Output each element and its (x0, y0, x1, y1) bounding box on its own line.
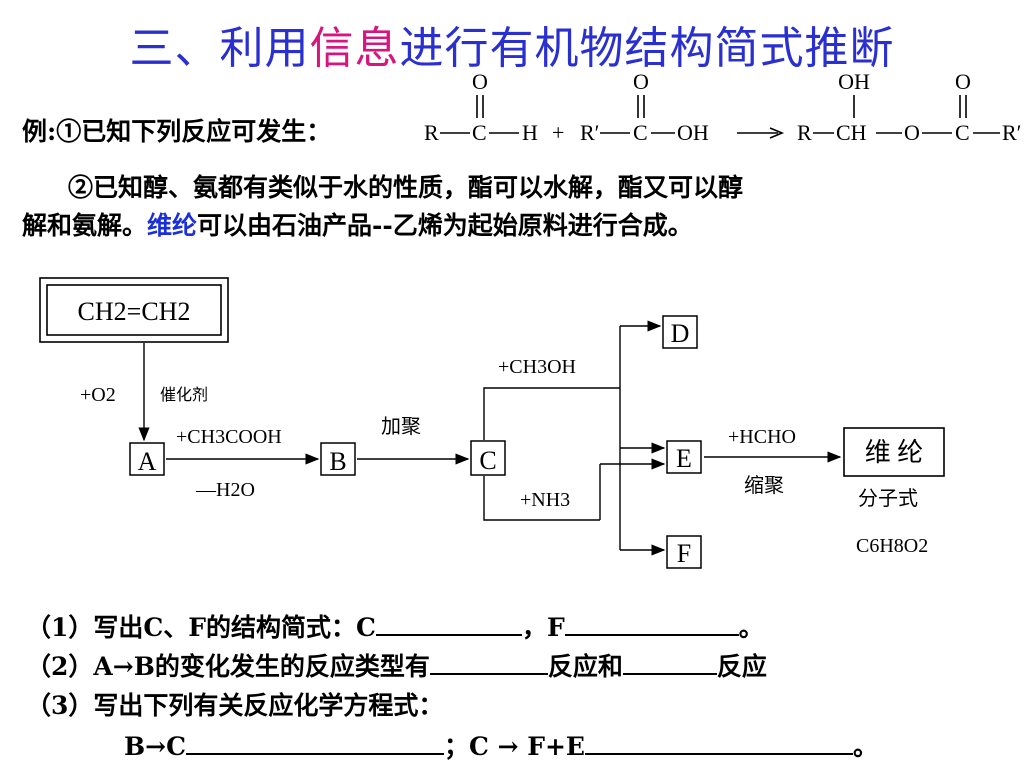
rxn-r-1: R (424, 120, 439, 145)
label-c: C (479, 446, 496, 475)
ethylene-formula: CH2=CH2 (78, 297, 191, 326)
formula-label: 分子式 (858, 487, 918, 510)
rxn-oh-top: OH (838, 69, 870, 94)
rxn-c-3: C (955, 120, 970, 145)
q4-end: 。 (853, 732, 879, 761)
box-d (662, 315, 698, 349)
example-label: 例:①已知下列反应可发生： (22, 117, 332, 146)
rxn-r-2: R (797, 120, 812, 145)
rxn-o-3: O (955, 69, 971, 94)
info-line-1: ②已知醇、氨都有类似于水的性质，酯可以水解，酯又可以醇 (68, 173, 744, 202)
vinylon-highlight: 维纶 (147, 211, 198, 240)
answer-blank-eq2[interactable] (585, 731, 853, 755)
reagent-methanol: +CH3OH (498, 356, 576, 378)
answer-blank-eq1[interactable] (185, 731, 444, 755)
info-line-2: 解和氨解。维纶可以由石油产品--乙烯为起始原料进行合成。 (22, 206, 693, 242)
question-3-equations: B→C ；C → F+E 。 (124, 727, 878, 763)
vinylon-name: 维 纶 (865, 438, 924, 467)
rxn-c-1: C (472, 120, 487, 145)
rxn-o-2: O (633, 69, 649, 94)
rxn-ch: CH (836, 120, 867, 145)
polymerize-label: 加聚 (381, 415, 421, 438)
given-reaction: O O OH O R C H + R′ C OH R CH O C R′ (424, 69, 1022, 145)
condense-label: 缩聚 (744, 474, 784, 497)
q2-text-mid: 反应和 (547, 652, 623, 681)
rxn-oh: OH (677, 120, 709, 145)
reagent-acetic-acid: +CH3COOH (176, 426, 282, 448)
box-a (129, 442, 165, 476)
rxn-rp-2: R′ (1002, 120, 1022, 145)
label-b: B (329, 447, 346, 476)
info-line-2-a: 解和氨解。 (22, 211, 148, 240)
answer-blank-type1[interactable] (429, 651, 548, 675)
minus-water: —H2O (195, 479, 255, 501)
reagent-formaldehyde: +HCHO (728, 426, 796, 448)
reagent-ammonia: +NH3 (520, 489, 570, 511)
answer-blank-f[interactable] (564, 612, 739, 636)
label-f: F (677, 539, 691, 568)
label-e: E (676, 444, 692, 473)
question-2: （2）A→B的变化发生的反应类型有 反应和 反应 (26, 647, 767, 683)
eq-b-to-c: B→C (124, 732, 186, 761)
rxn-plus: + (552, 120, 564, 145)
rxn-o-1: O (472, 69, 488, 94)
page-title: 三、利用信息进行有机物结构简式推断 (0, 12, 1024, 76)
q2-end: 反应 (716, 652, 767, 681)
rxn-h: H (522, 120, 538, 145)
info-line-2-c: 可以由石油产品--乙烯为起始原料进行合成。 (197, 211, 693, 240)
label-a: A (138, 447, 157, 476)
title-part-1: 三、利用 (129, 23, 310, 74)
box-ethylene (39, 277, 229, 343)
answer-blank-type2[interactable] (622, 651, 717, 675)
box-f (666, 535, 702, 569)
box-b (320, 442, 356, 476)
q1-end: 。 (738, 613, 764, 642)
synthesis-flow-diagram: CH2=CH2 A B C D E F 维 纶 +O2 催化剂 +CH3COOH… (39, 277, 945, 569)
question-3: （3）写出下列有关反应化学方程式： (26, 691, 444, 720)
eq-c-to-fe: ；C → F+E (443, 732, 585, 761)
rxn-o-bridge: O (904, 120, 920, 145)
q1-text: （1）写出C、F的结构简式：C (26, 613, 376, 642)
rxn-rp-1: R′ (580, 120, 600, 145)
box-c (470, 440, 506, 476)
box-e (666, 440, 702, 474)
catalyst-label: 催化剂 (160, 386, 208, 404)
question-1: （1）写出C、F的结构简式：C ，F 。 (26, 608, 764, 644)
q1-text-f: ，F (521, 613, 565, 642)
answer-blank-c[interactable] (375, 612, 522, 636)
title-highlight: 信息 (309, 23, 400, 74)
title-part-3: 进行有机物结构简式推断 (399, 23, 895, 74)
label-d: D (671, 319, 690, 348)
reagent-o2: +O2 (80, 384, 116, 406)
box-vinylon (843, 427, 945, 477)
q2-text: （2）A→B的变化发生的反应类型有 (26, 652, 430, 681)
rxn-c-2: C (633, 120, 648, 145)
vinylon-formula: C6H8O2 (856, 535, 928, 557)
